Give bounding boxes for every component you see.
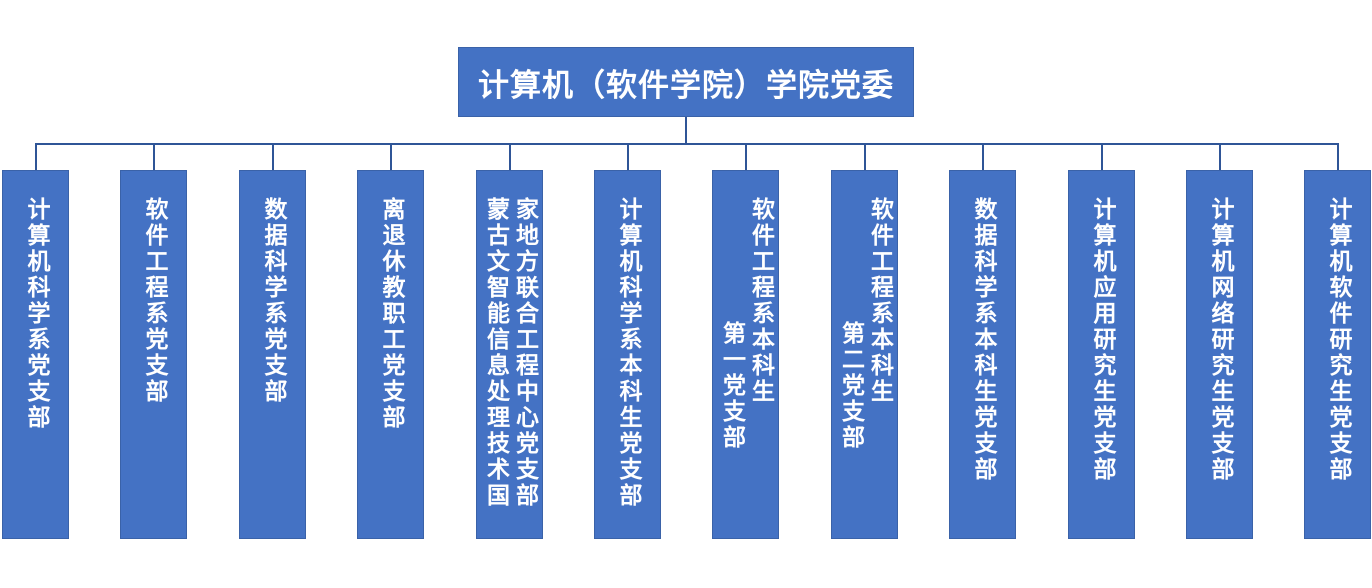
child-label: 蒙古文智能信息处理技术国 [482, 197, 509, 509]
drop-connector [153, 143, 155, 170]
child-label: 软件工程系党支部 [141, 197, 167, 405]
drop-connector [864, 143, 866, 170]
child-label: 第一党支部 [718, 321, 745, 451]
child-label: 计算机科学系本科生党支部 [615, 197, 641, 509]
drop-connector [35, 143, 37, 170]
child-node: 数据科学系党支部 [239, 170, 306, 539]
child-label: 计算机网络研究生党支部 [1207, 197, 1233, 483]
drop-connector [1219, 143, 1221, 170]
child-node: 计算机科学系党支部 [2, 170, 69, 539]
child-label: 第二党支部 [837, 321, 864, 451]
child-label: 数据科学系本科生党支部 [970, 197, 996, 483]
child-label: 离退休教职工党支部 [378, 197, 404, 431]
child-label: 软件工程系本科生 [747, 197, 774, 405]
child-label: 软件工程系本科生 [866, 197, 893, 405]
drop-connector [1337, 143, 1339, 170]
child-label: 数据科学系党支部 [260, 197, 286, 405]
bus-connector [35, 143, 1339, 145]
drop-connector [982, 143, 984, 170]
drop-connector [1101, 143, 1103, 170]
child-label: 计算机软件研究生党支部 [1325, 197, 1351, 483]
child-node: 离退休教职工党支部 [357, 170, 424, 539]
child-label: 家地方联合工程中心党支部 [511, 197, 538, 509]
drop-connector [509, 143, 511, 170]
drop-connector [627, 143, 629, 170]
child-label: 计算机应用研究生党支部 [1089, 197, 1115, 483]
drop-connector [390, 143, 392, 170]
root-node: 计算机（软件学院）学院党委 [458, 47, 914, 117]
child-label: 计算机科学系党支部 [23, 197, 49, 431]
child-node: 软件工程系党支部 [120, 170, 187, 539]
child-node: 软件工程系本科生第一党支部 [712, 170, 779, 539]
child-node: 家地方联合工程中心党支部蒙古文智能信息处理技术国 [476, 170, 543, 539]
drop-connector [272, 143, 274, 170]
child-node: 计算机应用研究生党支部 [1068, 170, 1135, 539]
child-node: 计算机网络研究生党支部 [1186, 170, 1253, 539]
root-title: 计算机（软件学院）学院党委 [478, 67, 894, 104]
child-node: 计算机科学系本科生党支部 [594, 170, 661, 539]
drop-connector [745, 143, 747, 170]
child-node: 计算机软件研究生党支部 [1304, 170, 1371, 539]
root-connector [685, 117, 687, 144]
child-node: 数据科学系本科生党支部 [949, 170, 1016, 539]
child-node: 软件工程系本科生第二党支部 [831, 170, 898, 539]
